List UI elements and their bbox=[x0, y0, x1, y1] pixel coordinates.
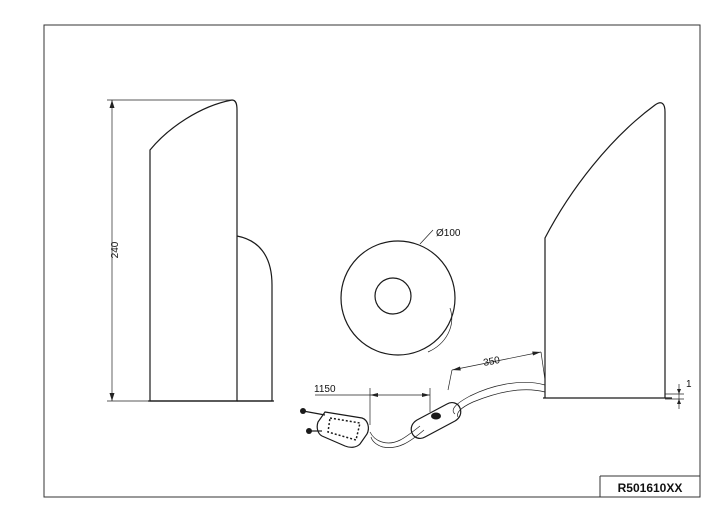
lamp-side-view bbox=[148, 99, 274, 402]
plug-pin-top-tip bbox=[300, 408, 306, 414]
cable-length-label: 1150 bbox=[314, 384, 336, 395]
base-arrow-top bbox=[677, 389, 681, 394]
switch-body bbox=[410, 402, 462, 439]
lamp-front-shade bbox=[149, 99, 238, 402]
drawing-frame bbox=[43, 24, 701, 498]
cable-upper-strand bbox=[452, 382, 546, 415]
switch-extension-right bbox=[540, 351, 546, 381]
power-plug bbox=[300, 408, 369, 448]
lamp-right-shade bbox=[544, 102, 666, 398]
switch-dimension-line bbox=[451, 351, 542, 371]
height-arrow-bottom bbox=[109, 393, 115, 401]
cable-length-dimension: 1150 bbox=[314, 384, 431, 425]
lamp-front-view bbox=[543, 102, 672, 399]
lamp-top-shade-edge bbox=[427, 307, 452, 353]
cable-arrow-left bbox=[370, 393, 378, 397]
diameter-label: Ø100 bbox=[436, 228, 461, 239]
product-code: R501610XX bbox=[618, 481, 683, 495]
diameter-leader bbox=[419, 229, 434, 245]
plug-body bbox=[316, 411, 369, 448]
switch-arrow-right bbox=[532, 351, 541, 356]
switch-button bbox=[431, 412, 441, 420]
lamp-top-view: Ø100 bbox=[340, 228, 461, 356]
lamp-top-inner-circle bbox=[374, 277, 412, 315]
height-dimension: 240 bbox=[107, 99, 232, 402]
lamp-back-shade bbox=[236, 235, 273, 402]
cable-lower-run bbox=[369, 425, 421, 444]
power-cable bbox=[369, 382, 546, 448]
cable-lower-run-2 bbox=[370, 429, 425, 448]
base-arrow-bottom bbox=[677, 399, 681, 404]
cable-arrow-right bbox=[422, 393, 430, 397]
height-label: 240 bbox=[110, 241, 121, 258]
base-label: 1 bbox=[686, 379, 692, 390]
switch-distance-label: 350 bbox=[482, 355, 501, 369]
switch-arrow-left bbox=[452, 366, 461, 371]
plug-pin-bottom-tip bbox=[306, 428, 312, 434]
switch-distance-dimension: 350 bbox=[447, 351, 546, 391]
switch-extension-left bbox=[447, 369, 453, 391]
lamp-top-outer-circle bbox=[340, 240, 456, 356]
inline-switch bbox=[410, 402, 462, 439]
plug-grip-pattern bbox=[327, 417, 361, 441]
base-dimension: 1 bbox=[665, 379, 692, 409]
height-arrow-top bbox=[109, 100, 115, 108]
title-block: R501610XX bbox=[599, 475, 700, 497]
plug-pin-top bbox=[302, 410, 326, 416]
cable-lower-strand bbox=[457, 389, 546, 418]
